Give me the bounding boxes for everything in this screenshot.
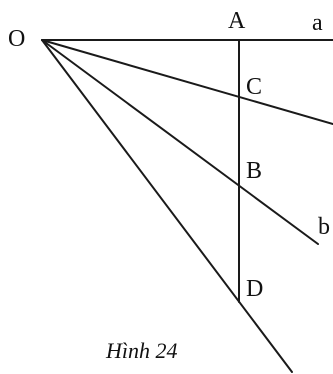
figure-caption: Hình 24	[105, 338, 178, 363]
label-b: B	[246, 158, 262, 184]
label-a: A	[228, 8, 246, 34]
label-a-small: a	[312, 10, 323, 36]
label-b-small: b	[318, 214, 330, 240]
ray-od	[41, 39, 293, 373]
label-d: D	[246, 276, 263, 302]
ray-oc	[41, 39, 333, 125]
ray-ob	[41, 39, 319, 245]
label-c: C	[246, 74, 262, 100]
label-o: O	[8, 26, 25, 52]
